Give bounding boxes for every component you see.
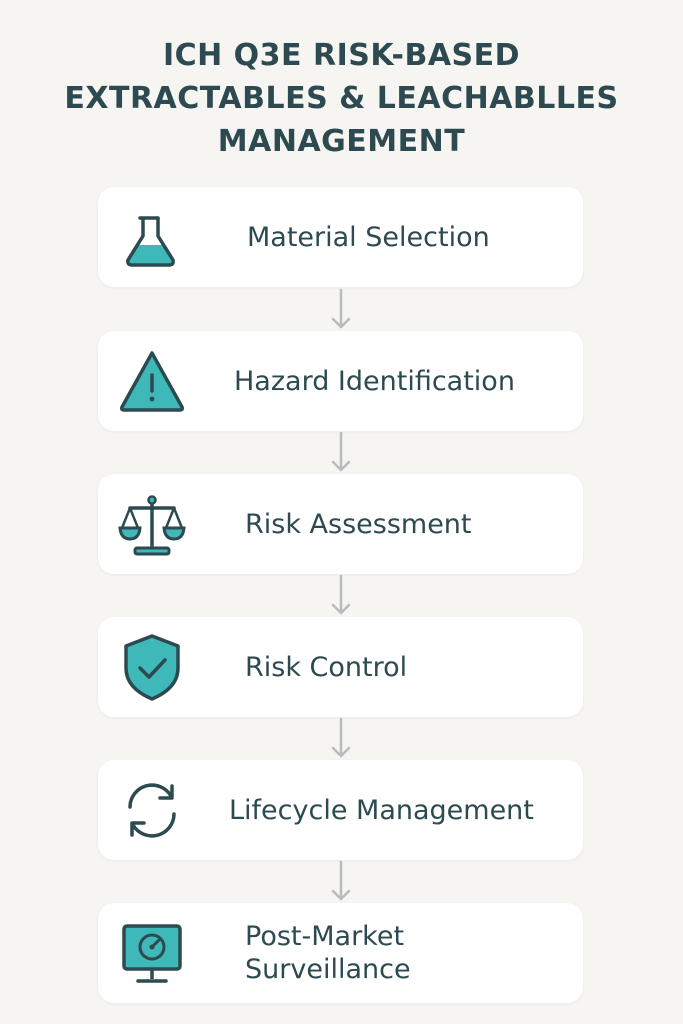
step-material-selection: Material Selection xyxy=(98,187,583,287)
arrow-down-icon xyxy=(328,860,354,904)
step-label-line-1: Post-Market xyxy=(245,921,405,952)
arrow-down-icon xyxy=(328,717,354,761)
step-label-line-2: Surveillance xyxy=(245,954,411,985)
step-risk-control: Risk Control xyxy=(98,617,583,717)
arrow-down-icon xyxy=(328,288,354,332)
warning-triangle-icon xyxy=(116,345,188,417)
arrow-down-icon xyxy=(328,431,354,475)
step-label: Risk Control xyxy=(245,651,408,683)
monitor-gauge-icon xyxy=(116,917,188,989)
page-title: ICH Q3E RISK-BASED EXTRACTABLES & LEACHA… xyxy=(0,34,683,163)
step-label: Risk Assessment xyxy=(245,508,472,540)
step-hazard-identification: Hazard Identification xyxy=(98,331,583,431)
step-label: Post-Market Surveillance xyxy=(245,903,411,1003)
arrow-down-icon xyxy=(328,574,354,618)
balance-scale-icon xyxy=(116,488,188,560)
step-risk-assessment: Risk Assessment xyxy=(98,474,583,574)
step-label: Lifecycle Management xyxy=(229,794,534,826)
step-label: Material Selection xyxy=(247,221,490,253)
cycle-arrows-icon xyxy=(116,774,188,846)
step-lifecycle-management: Lifecycle Management xyxy=(98,760,583,860)
step-label: Hazard Identification xyxy=(234,365,515,397)
title-line-2: EXTRACTABLES & LEACHABLLES xyxy=(64,81,619,116)
title-line-1: ICH Q3E RISK-BASED xyxy=(162,38,521,73)
title-line-3: MANAGEMENT xyxy=(217,124,466,159)
flask-icon xyxy=(116,201,188,273)
shield-check-icon xyxy=(116,631,188,703)
step-post-market-surveillance: Post-Market Surveillance xyxy=(98,903,583,1003)
